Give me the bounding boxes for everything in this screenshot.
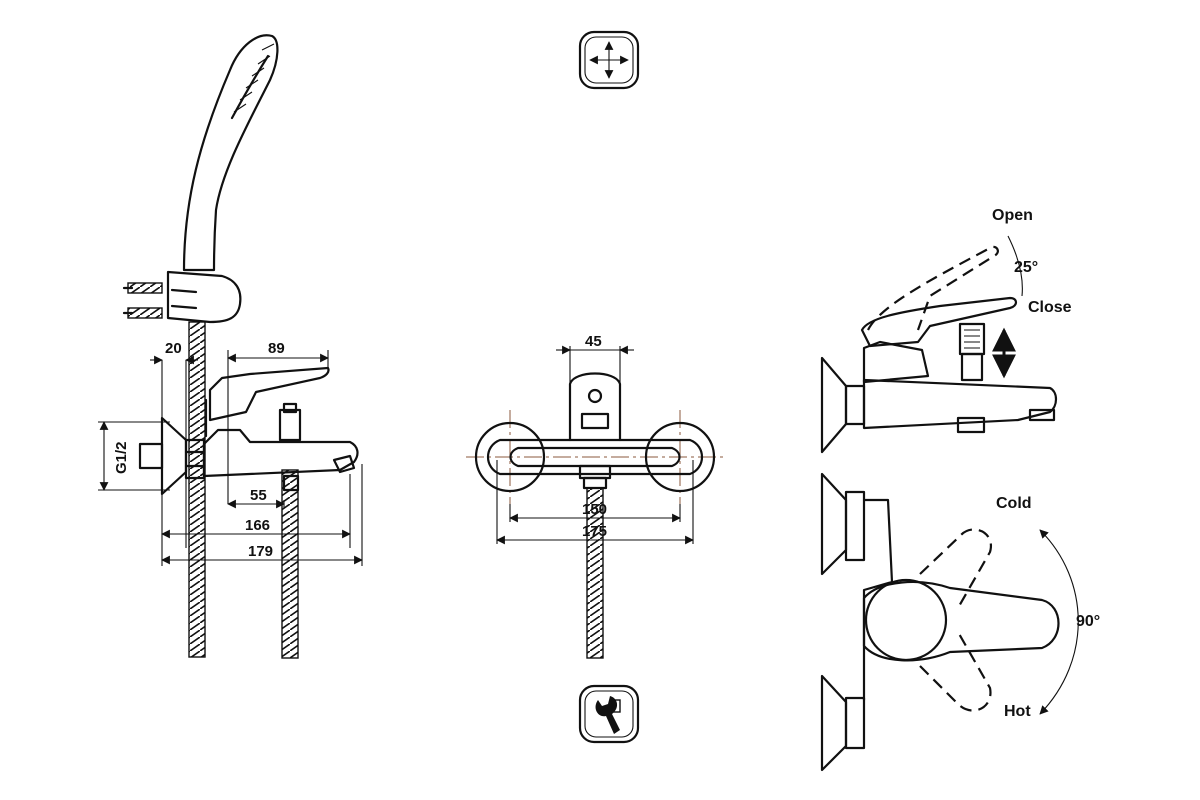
lever bbox=[208, 366, 330, 422]
dim-89: 89 bbox=[268, 340, 285, 357]
wrench-icon bbox=[578, 684, 640, 744]
handset-holder bbox=[166, 270, 242, 324]
dim-150: 150 bbox=[582, 501, 607, 518]
dim-45: 45 bbox=[585, 333, 602, 350]
front-body bbox=[486, 438, 704, 476]
dim-55: 55 bbox=[250, 487, 267, 504]
front-view: 45 150 175 bbox=[466, 333, 724, 659]
label-open: Open bbox=[992, 207, 1033, 224]
dim-20: 20 bbox=[165, 340, 182, 357]
shower-hose bbox=[188, 321, 206, 658]
side-dimensions: 20 89 55 166 179 G1/2 bbox=[98, 340, 363, 566]
right-flange bbox=[644, 421, 716, 493]
dim-179: 179 bbox=[248, 543, 273, 560]
front-lever bbox=[568, 372, 622, 442]
label-cold: Cold bbox=[996, 495, 1032, 512]
adjustable-centre-icon bbox=[578, 30, 640, 90]
front-hose bbox=[586, 487, 604, 659]
diverter bbox=[278, 408, 302, 442]
left-flange bbox=[474, 421, 546, 493]
dim-166: 166 bbox=[245, 517, 270, 534]
lever-top-view: Cold Hot 90° bbox=[820, 472, 1100, 772]
lever-side-view: Open Close 25° bbox=[820, 207, 1072, 454]
dim-175: 175 bbox=[582, 523, 607, 540]
label-angle-90: 90° bbox=[1076, 613, 1100, 630]
label-hot: Hot bbox=[1004, 703, 1031, 720]
front-dimensions: 45 150 175 bbox=[496, 333, 694, 545]
wall-flange bbox=[160, 416, 188, 496]
dim-g12: G1/2 bbox=[113, 441, 130, 474]
label-angle-25: 25° bbox=[1014, 259, 1038, 276]
side-view: 20 89 55 166 179 G1/2 bbox=[98, 34, 363, 659]
shower-handset bbox=[182, 34, 279, 272]
supply-hose bbox=[281, 469, 299, 659]
label-close: Close bbox=[1028, 299, 1072, 316]
fixing-screws bbox=[122, 282, 163, 319]
